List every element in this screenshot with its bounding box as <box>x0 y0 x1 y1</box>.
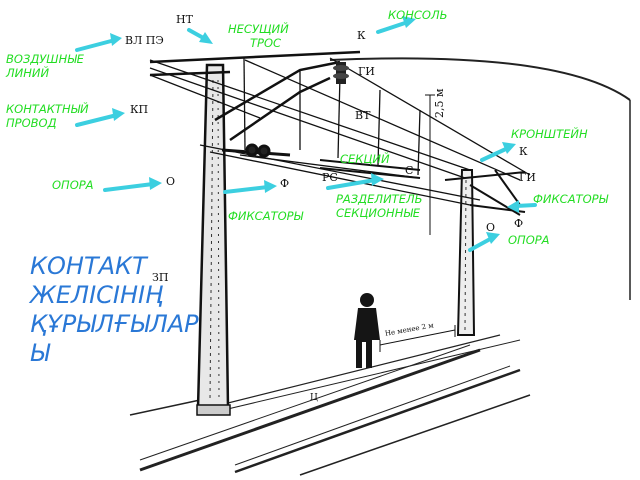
pole-right <box>456 169 476 336</box>
label-opora-left: ОПОРА <box>52 178 94 192</box>
arrow-icon <box>507 200 537 213</box>
fixture-left <box>221 143 291 158</box>
arrow-icon <box>187 28 213 44</box>
label-vl-pe: ВЛ ПЭ <box>125 34 164 47</box>
label-fiksatory-right: ФИКСАТОРЫ <box>533 192 608 206</box>
label-o-right: О <box>486 221 496 234</box>
label-sektsiy: СЕКЦИЙ <box>340 152 390 166</box>
section-divider <box>319 159 421 179</box>
track <box>129 334 531 476</box>
label-vt: ВТ <box>355 109 371 122</box>
label-k-right: К <box>519 145 528 158</box>
arrow-icon <box>468 232 500 252</box>
label-gi-right: ГИ <box>519 171 536 184</box>
label-rs: РС <box>322 171 338 184</box>
arrow-icon <box>75 108 125 127</box>
tunnel-wall-curve <box>329 57 631 101</box>
label-zh: Ц <box>310 393 318 403</box>
label-k-top: К <box>357 29 366 42</box>
label-kontaktnyi-provod: КОНТАКТНЫЙ ПРОВОД <box>6 102 89 130</box>
label-o-left: О <box>166 175 176 188</box>
height-marker <box>425 94 435 235</box>
label-gi-top: ГИ <box>358 65 375 78</box>
arrow-icon <box>480 142 516 162</box>
label-fiksatory-center: ФИКСАТОРЫ <box>228 209 303 223</box>
arrow-icon <box>223 180 277 194</box>
insulator-icon <box>333 62 349 84</box>
label-height: 2,5 м <box>433 88 446 118</box>
label-kp: КП <box>130 103 149 116</box>
label-opora-right: ОПОРА <box>508 233 550 247</box>
label-f-center: Ф <box>280 177 290 190</box>
person-icon <box>354 293 380 368</box>
arrow-icon <box>75 33 122 52</box>
label-s: С <box>405 164 414 177</box>
arrows <box>75 16 537 252</box>
arrow-icon <box>326 173 384 190</box>
label-vozdushnye: ВОЗДУШНЫЕ ЛИНИЙ <box>6 52 84 80</box>
label-kronshtein: КРОНШТЕЙН <box>511 127 588 141</box>
label-nt: НТ <box>176 13 193 26</box>
label-konsol: КОНСОЛЬ <box>388 8 448 22</box>
platform-dimension <box>379 325 456 352</box>
arrow-icon <box>103 177 162 192</box>
diagram-title: КОНТАКТ ЖЕЛІСІНІҢ ҚҰРЫЛҒЫЛАР Ы <box>30 252 199 367</box>
label-zp: ЗП <box>152 271 169 284</box>
cross-arm-top <box>149 50 361 142</box>
arrow-icon <box>376 16 416 34</box>
label-f-right: Ф <box>514 217 524 230</box>
label-nesushchiy-tros: НЕСУЩИЙ ТРОС <box>228 22 289 50</box>
label-razdelitel-sektsionnye: РАЗДЕЛИТЕЛЬ СЕКЦИОННЫЕ <box>336 192 423 220</box>
pole-left <box>196 63 231 416</box>
